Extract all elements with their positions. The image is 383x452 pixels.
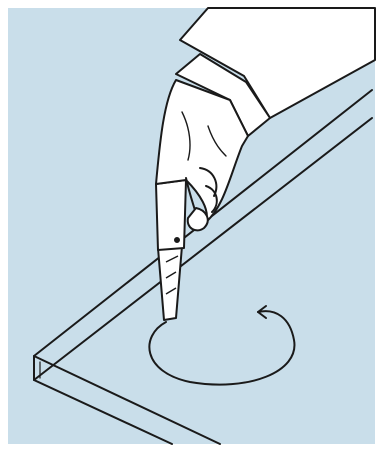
line-drawing <box>0 0 383 452</box>
illustration-frame <box>0 0 383 452</box>
